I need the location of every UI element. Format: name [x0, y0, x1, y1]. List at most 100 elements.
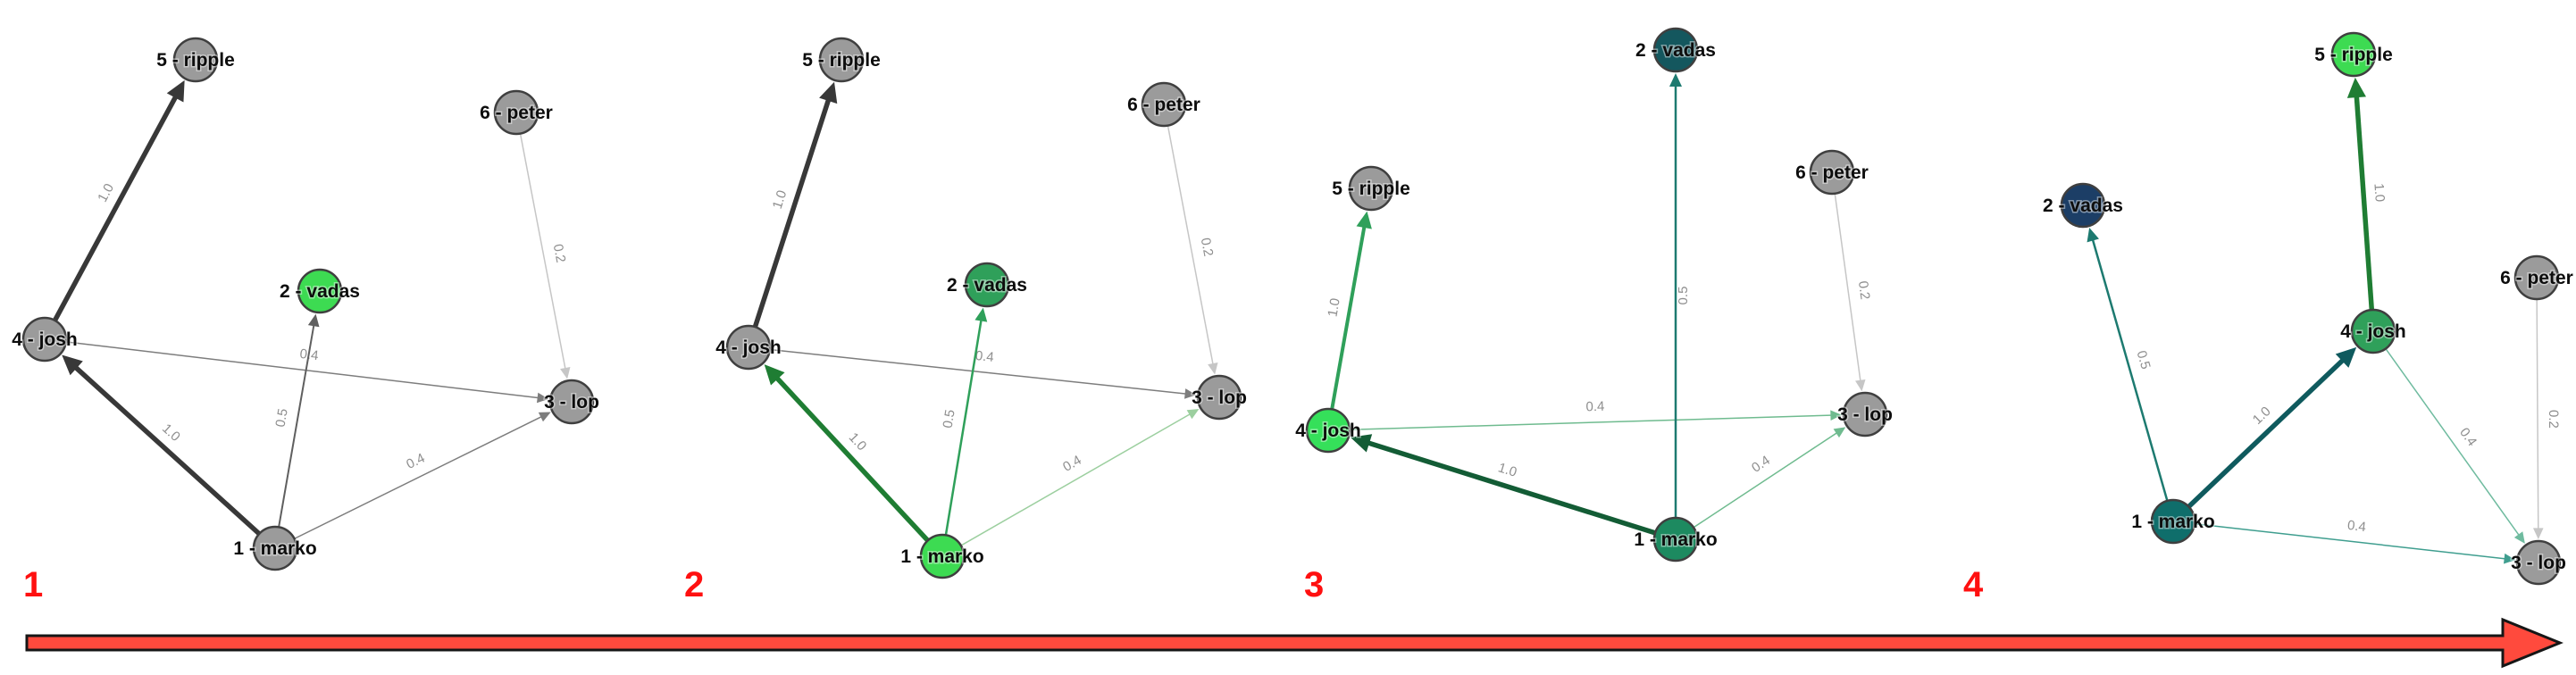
edge-6-peter-3-lop-arrowhead-icon: [2532, 528, 2544, 540]
graph-node-5-ripple[interactable]: [172, 37, 219, 83]
graph-node-4-josh[interactable]: [725, 324, 772, 371]
node-label-3-lop: 3 - lop: [1192, 388, 1247, 408]
graph-node-4-josh[interactable]: [21, 316, 68, 362]
graph-node-1-marko[interactable]: [2150, 498, 2196, 545]
edge-1-marko-3-lop-arrowhead-icon: [1186, 408, 1200, 420]
edge-4-josh-5-ripple: [2354, 91, 2375, 311]
edge-1-marko-4-josh-arrowhead-icon: [2335, 346, 2357, 368]
edge-1-marko-2-vadas: [2090, 236, 2169, 502]
step-number-1: 1: [23, 565, 43, 604]
edge-1-marko-2-vadas-arrowhead-icon: [1669, 73, 1682, 87]
edge-1-marko-4-josh-arrowhead-icon: [1350, 434, 1373, 453]
node-label-6-peter: 6 - peter: [480, 103, 553, 123]
edge-4-josh-5-ripple-weight-label: 1.0: [2371, 183, 2387, 203]
node-label-5-ripple: 5 - ripple: [156, 50, 235, 71]
edge-4-josh-3-lop-weight-label: 0.4: [974, 348, 995, 365]
edge-6-peter-3-lop: [1834, 193, 1862, 384]
step-number-4: 4: [1963, 565, 1984, 604]
graph-node-5-ripple[interactable]: [2330, 31, 2377, 78]
edge-4-josh-3-lop-weight-label: 0.4: [1585, 399, 1604, 415]
edge-1-marko-2-vadas: [944, 316, 983, 536]
graph-node-6-peter[interactable]: [2513, 254, 2560, 301]
node-label-3-lop: 3 - lop: [544, 392, 599, 412]
graph-node-2-vadas[interactable]: [1652, 27, 1699, 73]
node-label-6-peter: 6 - peter: [2500, 268, 2573, 288]
node-label-3-lop: 3 - lop: [2511, 553, 2566, 573]
edge-1-marko-2-vadas-weight-label: 0.5: [272, 407, 290, 428]
edge-6-peter-3-lop: [2536, 298, 2539, 532]
edge-1-marko-4-josh-weight-label: 1.0: [1496, 460, 1518, 479]
edge-6-peter-3-lop-weight-label: 0.2: [2546, 410, 2561, 429]
graph-node-5-ripple[interactable]: [818, 37, 865, 83]
timeline-arrow-icon: [25, 617, 2563, 669]
edge-1-marko-2-vadas-arrowhead-icon: [307, 313, 320, 328]
node-label-5-ripple: 5 - ripple: [1332, 179, 1410, 199]
graph-node-2-vadas[interactable]: [964, 262, 1010, 308]
edge-1-marko-4-josh-arrowhead-icon: [764, 364, 785, 386]
node-label-5-ripple: 5 - ripple: [2314, 45, 2393, 65]
node-label-6-peter: 6 - peter: [1795, 162, 1869, 183]
node-label-4-josh: 4 - josh: [715, 338, 782, 358]
graph-node-3-lop[interactable]: [1196, 374, 1242, 421]
edge-1-marko-2-vadas-weight-label: 0.5: [2134, 349, 2154, 371]
graph-node-1-marko[interactable]: [1652, 516, 1699, 562]
edge-1-marko-3-lop-weight-label: 0.4: [1749, 453, 1773, 476]
graph-node-4-josh[interactable]: [1305, 407, 1351, 454]
edge-4-josh-3-lop-arrowhead-icon: [2513, 531, 2525, 544]
edge-4-josh-5-ripple-weight-label: 1.0: [95, 181, 117, 204]
edge-1-marko-3-lop-arrowhead-icon: [1833, 427, 1846, 438]
graph-node-6-peter[interactable]: [1809, 149, 1855, 196]
graph-node-6-peter[interactable]: [1141, 81, 1187, 128]
graph-node-1-marko[interactable]: [919, 533, 966, 579]
graph-node-2-vadas[interactable]: [2060, 182, 2106, 229]
node-label-4-josh: 4 - josh: [12, 329, 78, 350]
node-label-1-marko: 1 - marko: [233, 538, 316, 559]
step-number-3: 3: [1304, 565, 1324, 604]
node-label-4-josh: 4 - josh: [1295, 421, 1361, 441]
edge-1-marko-3-lop-weight-label: 0.4: [1060, 453, 1084, 475]
edge-1-marko-4-josh: [772, 372, 930, 543]
edge-1-marko-3-lop: [2194, 522, 2508, 560]
edge-4-josh-3-lop: [1349, 414, 1835, 431]
edge-4-josh-5-ripple: [1330, 222, 1367, 410]
node-label-2-vadas: 2 - vadas: [2043, 196, 2123, 216]
edge-4-josh-3-lop-arrowhead-icon: [536, 392, 549, 404]
node-label-2-vadas: 2 - vadas: [947, 275, 1027, 296]
graph-node-4-josh[interactable]: [2350, 308, 2396, 354]
edge-6-peter-3-lop-arrowhead-icon: [560, 366, 571, 379]
edge-4-josh-3-lop-weight-label: 0.4: [2456, 425, 2480, 449]
edge-4-josh-5-ripple-arrowhead-icon: [166, 79, 185, 103]
edge-6-peter-3-lop-weight-label: 0.2: [1855, 280, 1873, 301]
edge-6-peter-3-lop-arrowhead-icon: [1855, 379, 1866, 392]
edge-4-josh-3-lop: [65, 341, 541, 399]
edge-4-josh-5-ripple-arrowhead-icon: [1356, 211, 1372, 229]
node-label-6-peter: 6 - peter: [1127, 95, 1200, 115]
edge-1-marko-3-lop: [1693, 430, 1840, 529]
edge-1-marko-2-vadas-arrowhead-icon: [974, 307, 988, 322]
graph-node-6-peter[interactable]: [493, 89, 539, 136]
graph-node-5-ripple[interactable]: [1348, 165, 1394, 212]
edge-1-marko-4-josh: [1362, 438, 1656, 536]
edge-4-josh-5-ripple: [752, 94, 832, 329]
edge-4-josh-3-lop-arrowhead-icon: [1184, 388, 1197, 399]
edge-1-marko-4-josh: [2187, 354, 2348, 509]
edge-4-josh-5-ripple-weight-label: 1.0: [770, 188, 790, 211]
graph-node-3-lop[interactable]: [1842, 391, 1888, 438]
node-label-3-lop: 3 - lop: [1837, 404, 1893, 425]
node-label-1-marko: 1 - marko: [2131, 512, 2214, 532]
edge-4-josh-5-ripple-arrowhead-icon: [819, 81, 838, 104]
edge-1-marko-4-josh-weight-label: 1.0: [159, 421, 183, 445]
edge-4-josh-3-lop: [769, 348, 1189, 396]
edge-6-peter-3-lop-weight-label: 0.2: [1198, 237, 1217, 258]
graph-node-3-lop[interactable]: [2515, 539, 2562, 586]
graph-node-1-marko[interactable]: [252, 525, 298, 571]
graph-node-3-lop[interactable]: [548, 379, 595, 425]
edge-4-josh-5-ripple-weight-label: 1.0: [1325, 297, 1342, 319]
graph-node-2-vadas[interactable]: [297, 268, 343, 314]
